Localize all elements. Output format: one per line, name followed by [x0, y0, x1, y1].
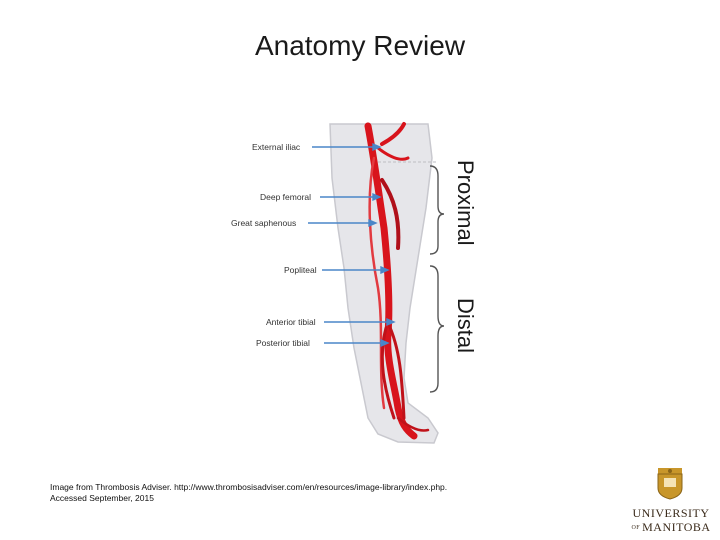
logo-university: UNIVERSITY [632, 506, 710, 520]
iliac-branch-2 [376, 146, 410, 161]
foot-veins [396, 416, 430, 432]
label-proximal: Proximal [453, 160, 478, 246]
arrowhead-posterior-tibial [380, 338, 390, 348]
deep-femoral-vein [380, 178, 401, 250]
leg-silhouette [329, 123, 439, 444]
leg-vein-illustration: External iliac Deep femoral Great saphen… [228, 118, 488, 448]
label-posterior-tibial: Posterior tibial [256, 338, 310, 348]
label-external-iliac: External iliac [252, 142, 301, 152]
distal-brace [429, 265, 445, 393]
arrowhead-external-iliac [372, 142, 382, 152]
logo-of: OF [631, 525, 641, 532]
arrowhead-deep-femoral [372, 192, 382, 202]
iliac-branch [380, 122, 406, 146]
label-deep-femoral: Deep femoral [260, 192, 312, 202]
label-anterior-tibial: Anterior tibial [266, 317, 316, 327]
label-distal: Distal [453, 298, 478, 354]
caption-line-2: Accessed September, 2015 [50, 493, 154, 503]
image-source-caption: Image from Thrombosis Adviser. http://ww… [50, 482, 570, 504]
university-crest-icon [657, 468, 683, 500]
arrowhead-anterior-tibial [386, 317, 396, 327]
caption-line-1: Image from Thrombosis Adviser. http://ww… [50, 482, 448, 492]
label-great-saphenous: Great saphenous [231, 218, 297, 228]
leg-illustration-svg [308, 122, 445, 444]
anterior-tibial-vein [386, 321, 406, 420]
label-popliteal: Popliteal [284, 265, 317, 275]
proximal-brace [429, 165, 445, 255]
arrowhead-popliteal [380, 265, 390, 275]
logo-manitoba: MANITOBA [642, 520, 711, 534]
posterior-tibial-vein [380, 326, 396, 420]
arrowhead-great-saphenous [368, 218, 378, 228]
slide-title: Anatomy Review [254, 30, 466, 61]
